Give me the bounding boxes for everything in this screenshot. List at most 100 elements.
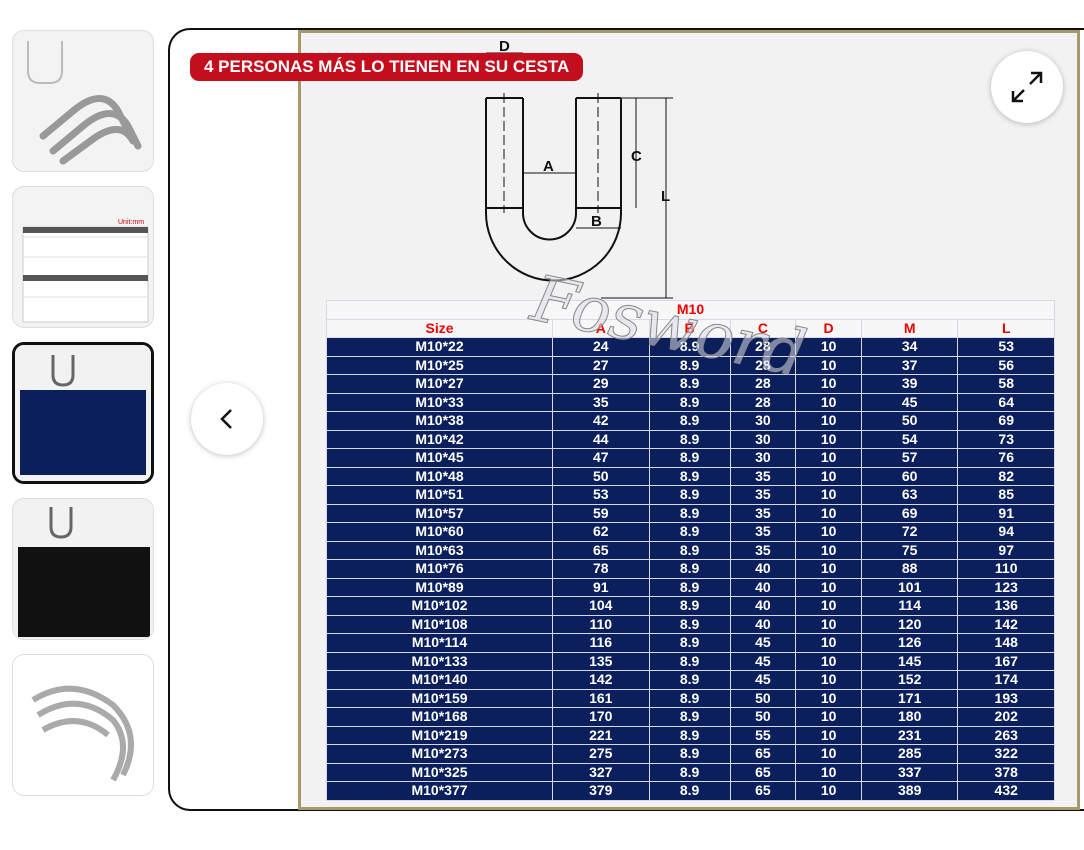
- table-cell: 114: [860, 596, 959, 616]
- table-cell: M10*89: [326, 577, 553, 597]
- table-cell: 39: [860, 374, 959, 394]
- table-cell: M10*168: [326, 707, 553, 727]
- table-cell: 59: [552, 503, 650, 523]
- table-cell: 53: [552, 485, 650, 505]
- table-cell: 73: [957, 429, 1055, 449]
- table-cell: 10: [795, 651, 862, 671]
- dim-label-c: C: [631, 148, 642, 165]
- thumbnail-3-selected[interactable]: [12, 342, 154, 484]
- table-cell: 54: [860, 429, 959, 449]
- u-bolt-diagram: D A B C L: [485, 38, 673, 299]
- table-cell: 432: [957, 781, 1055, 801]
- expand-button[interactable]: [991, 51, 1063, 123]
- table-cell: 35: [729, 466, 797, 486]
- table-cell: 116: [552, 633, 650, 653]
- table-cell: 27: [552, 355, 650, 375]
- table-cell: 10: [795, 466, 862, 486]
- table-cell: 45: [860, 392, 959, 412]
- table-cell: 275: [552, 744, 650, 764]
- table-cell: 28: [729, 337, 797, 357]
- table-cell: 10: [795, 448, 862, 468]
- table-cell: 389: [860, 781, 959, 801]
- table-cell: 193: [957, 688, 1055, 708]
- table-cell: 63: [860, 485, 959, 505]
- table-cell: 10: [795, 392, 862, 412]
- table-cell: 64: [957, 392, 1055, 412]
- thumbnail-1[interactable]: [12, 30, 154, 172]
- thumbnail-4[interactable]: [12, 498, 154, 640]
- table-cell: 91: [957, 503, 1055, 523]
- table-cell: 8.9: [648, 670, 731, 690]
- table-cell: M10*273: [326, 744, 553, 764]
- table-cell: M10*159: [326, 688, 553, 708]
- spec-table-thumbnail-icon: [13, 499, 153, 639]
- table-cell: M10*63: [326, 540, 553, 560]
- table-cell: 45: [729, 651, 797, 671]
- spec-table-thumbnail-icon: [15, 345, 151, 481]
- table-cell: M10*114: [326, 633, 553, 653]
- table-cell: 10: [795, 688, 862, 708]
- thumbnail-5[interactable]: [12, 654, 154, 796]
- column-header: D: [795, 318, 862, 338]
- table-cell: 8.9: [648, 633, 731, 653]
- table-cell: 69: [860, 503, 959, 523]
- dim-label-l: L: [661, 188, 670, 205]
- table-cell: M10*57: [326, 503, 553, 523]
- table-cell: 10: [795, 374, 862, 394]
- table-cell: 8.9: [648, 485, 731, 505]
- column-header: B: [648, 318, 731, 338]
- table-cell: 94: [957, 522, 1055, 542]
- table-cell: 337: [860, 762, 959, 782]
- table-title: M10: [326, 300, 1055, 320]
- table-cell: 35: [729, 522, 797, 542]
- table-cell: 72: [860, 522, 959, 542]
- table-cell: M10*25: [326, 355, 553, 375]
- table-cell: 69: [957, 411, 1055, 431]
- svg-text:Unit:mm: Unit:mm: [118, 219, 144, 226]
- table-cell: 135: [552, 651, 650, 671]
- table-cell: M10*108: [326, 614, 553, 634]
- table-cell: 180: [860, 707, 959, 727]
- table-cell: 101: [860, 577, 959, 597]
- table-cell: 28: [729, 374, 797, 394]
- table-cell: 202: [957, 707, 1055, 727]
- column-header: A: [552, 318, 650, 338]
- table-cell: 8.9: [648, 559, 731, 579]
- thumbnail-2[interactable]: Unit:mm: [12, 186, 154, 328]
- table-cell: 65: [552, 540, 650, 560]
- table-cell: 8.9: [648, 651, 731, 671]
- table-cell: 40: [729, 577, 797, 597]
- table-cell: 40: [729, 596, 797, 616]
- table-cell: M10*76: [326, 559, 553, 579]
- dim-label-b: B: [591, 213, 602, 230]
- table-cell: 50: [860, 411, 959, 431]
- table-cell: 174: [957, 670, 1055, 690]
- table-cell: 10: [795, 707, 862, 727]
- table-cell: 148: [957, 633, 1055, 653]
- table-cell: 35: [729, 540, 797, 560]
- previous-image-button[interactable]: [191, 383, 263, 455]
- table-cell: 10: [795, 411, 862, 431]
- table-cell: 55: [729, 725, 797, 745]
- table-cell: 35: [729, 485, 797, 505]
- table-cell: 8.9: [648, 429, 731, 449]
- column-header: C: [729, 318, 797, 338]
- table-cell: 322: [957, 744, 1055, 764]
- table-cell: 8.9: [648, 762, 731, 782]
- table-cell: M10*33: [326, 392, 553, 412]
- column-header: M: [860, 318, 959, 338]
- table-cell: 30: [729, 429, 797, 449]
- table-cell: 24: [552, 337, 650, 357]
- table-cell: 82: [957, 466, 1055, 486]
- table-cell: 58: [957, 374, 1055, 394]
- table-cell: 10: [795, 762, 862, 782]
